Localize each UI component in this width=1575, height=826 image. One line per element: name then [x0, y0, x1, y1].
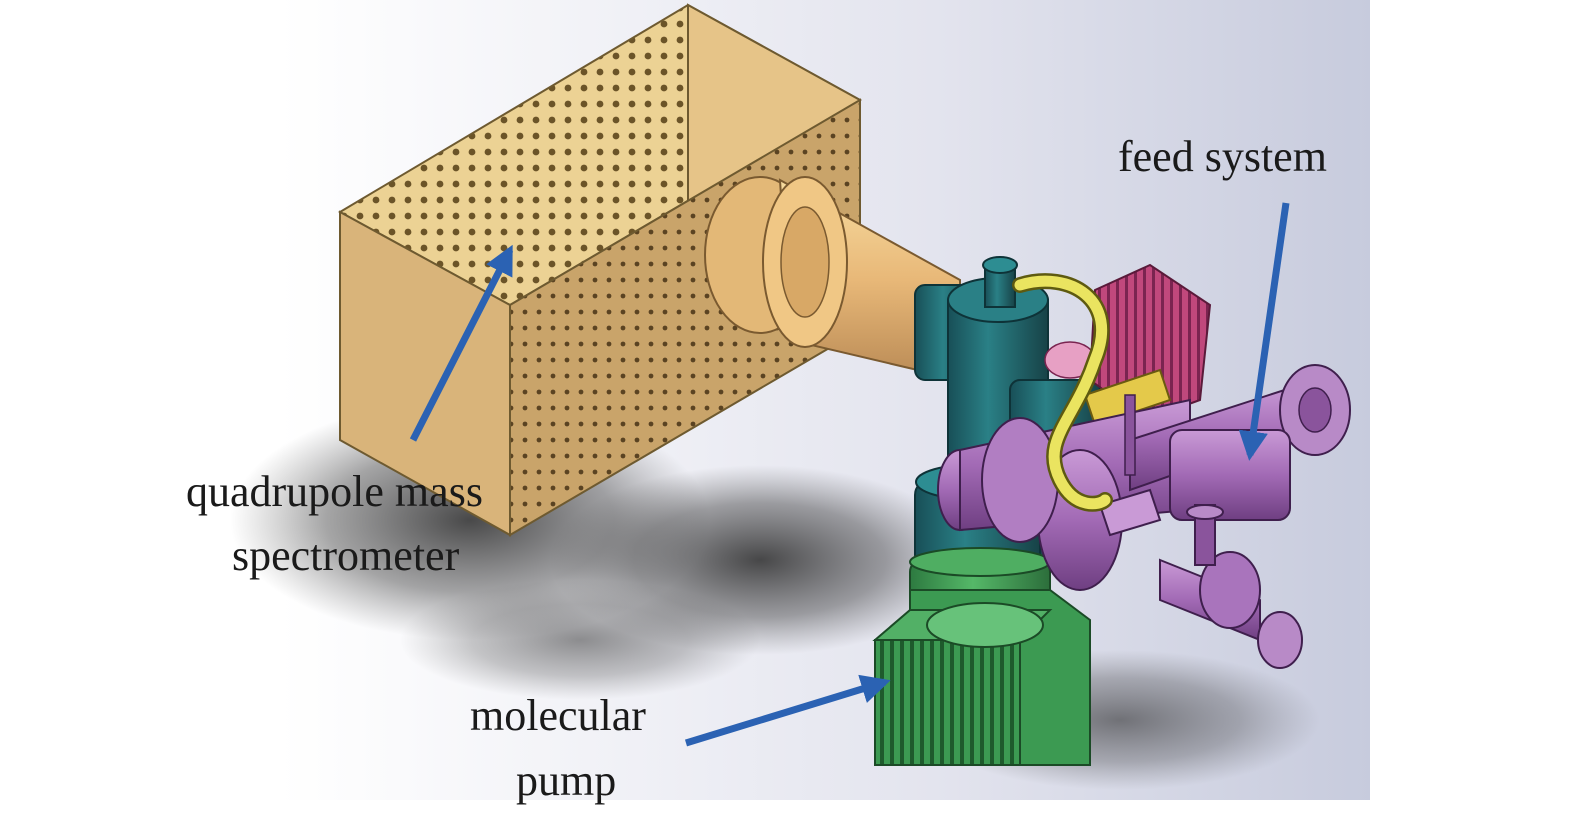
- cast-shadow: [400, 580, 760, 700]
- qms-label-line1: quadrupole mass: [186, 467, 483, 516]
- qms-label-line2: spectrometer: [232, 531, 460, 580]
- molecular-pump-body: [872, 547, 1091, 766]
- pump-label-line2: pump: [516, 756, 617, 805]
- feed-callout-arrow: [1238, 202, 1290, 461]
- feed-system-label: feed system: [1118, 132, 1327, 181]
- qms-callout-arrow: [409, 244, 514, 442]
- transfer-tube-highlight: [1014, 275, 1111, 510]
- pump-label-line1: molecular: [470, 691, 646, 740]
- pump-callout-arrow: [684, 674, 891, 747]
